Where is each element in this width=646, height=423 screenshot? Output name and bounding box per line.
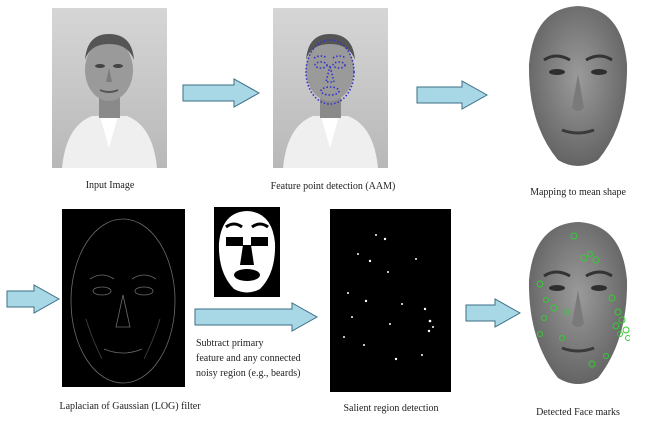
caption-detected-face-marks: Detected Face marks [536, 407, 620, 418]
subtract-note: Subtract primary feature and any connect… [196, 336, 326, 381]
right-arrow-3 [6, 284, 60, 314]
caption-input-image: Input Image [85, 180, 135, 191]
subtract-note-line-2: feature and any connected [196, 353, 301, 364]
right-arrow-4 [194, 302, 318, 332]
salient-region-image [330, 209, 451, 392]
detected-face-marks [526, 220, 630, 390]
subtract-note-line-1: Subtract primary [196, 338, 264, 349]
feature-point-detection-photo [273, 8, 388, 168]
aam-landmarks [305, 39, 355, 105]
right-arrow-2 [416, 80, 488, 110]
log-filter-image [62, 209, 185, 387]
caption-log-filter: Laplacian of Gaussian (LOG) filter [59, 401, 201, 412]
subtract-note-line-3: noisy region (e.g., beards) [196, 368, 301, 379]
right-arrow-1 [182, 78, 260, 108]
input-image-photo [52, 8, 167, 168]
caption-mapping-to-mean-shape: Mapping to mean shape [530, 187, 626, 198]
caption-salient-region-detection: Salient region detection [343, 403, 439, 414]
mean-shape-face [526, 4, 630, 172]
primary-feature-mask [214, 207, 280, 297]
right-arrow-5 [465, 298, 521, 328]
caption-feature-point-detection: Feature point detection (AAM) [270, 181, 396, 192]
